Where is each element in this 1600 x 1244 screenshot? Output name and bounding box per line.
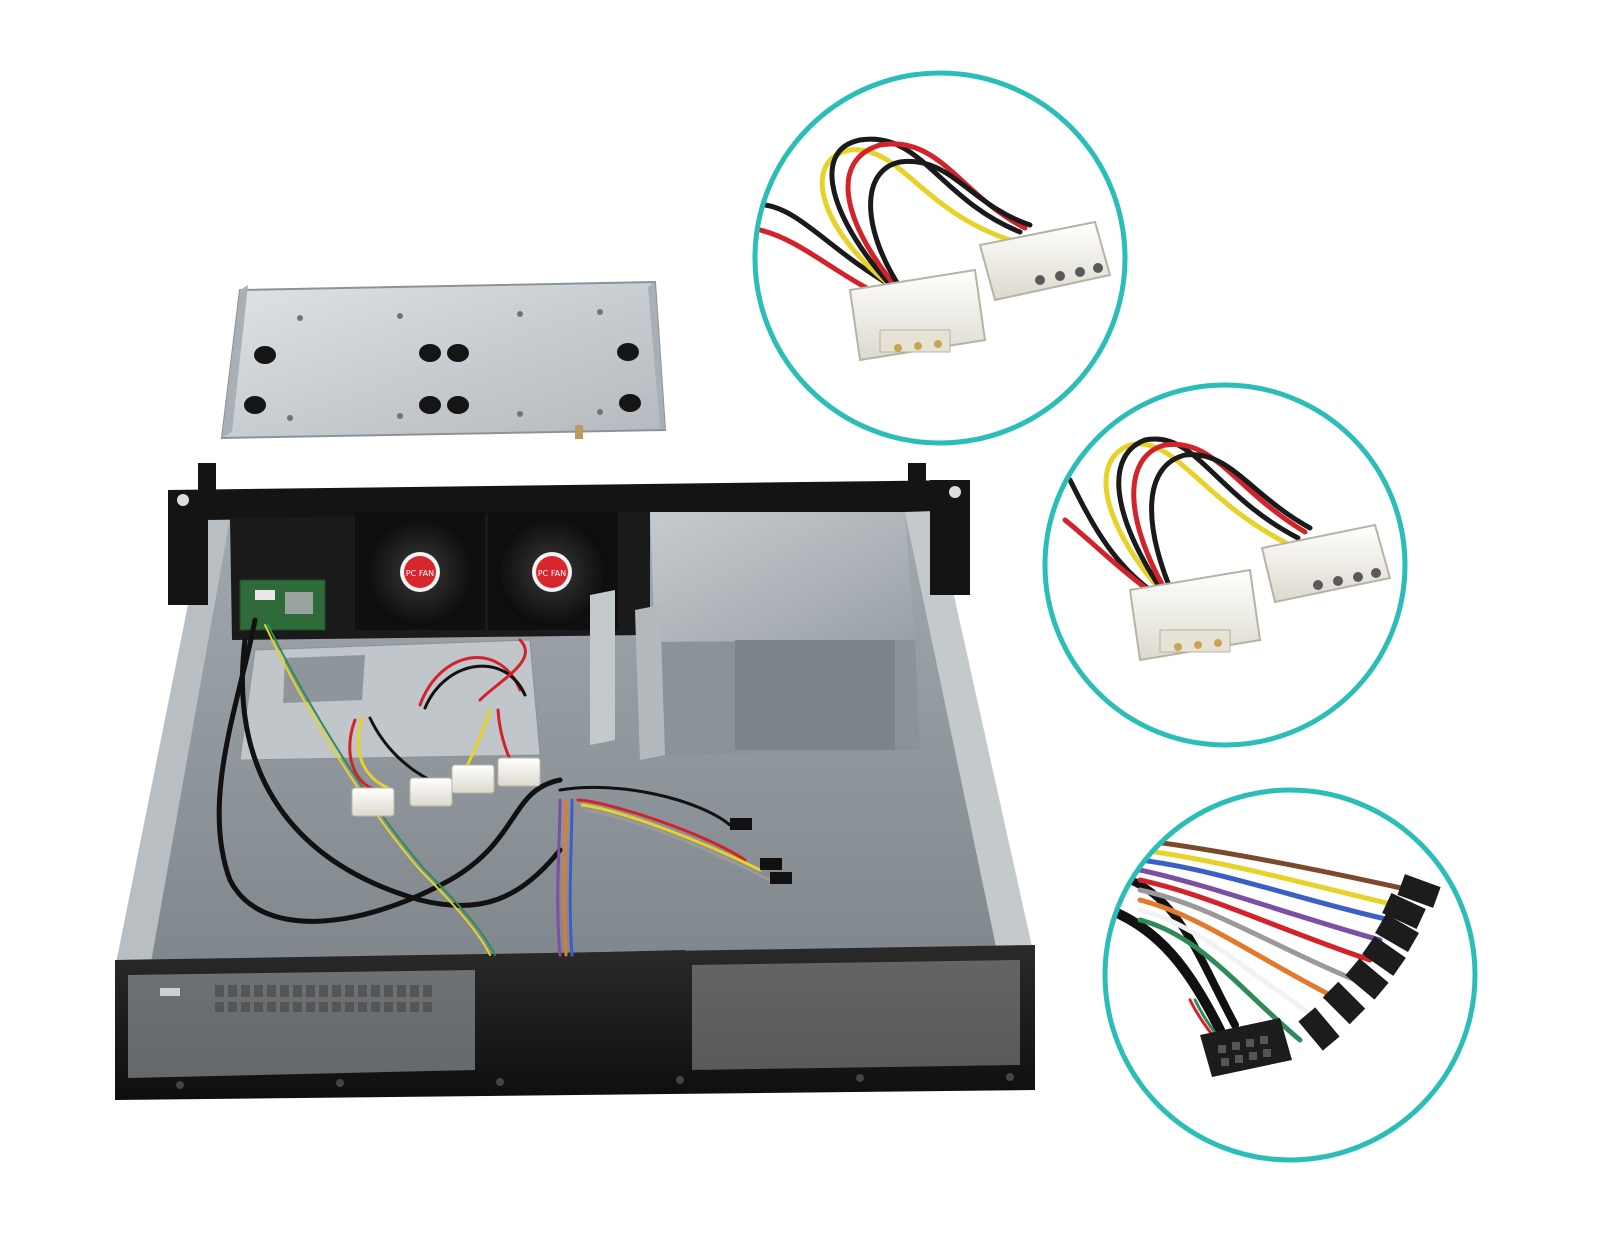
drive-mounting-plate — [220, 280, 667, 440]
chassis-wiring — [216, 617, 772, 957]
chassis-front-frame — [115, 945, 1035, 1100]
molex-plug-female — [1260, 523, 1392, 604]
rack-ear-left — [198, 463, 216, 498]
thumb-screw — [575, 425, 583, 439]
accent-ring-1 — [752, 70, 1128, 446]
vent-slots — [215, 985, 432, 1012]
accent-ring-3 — [1102, 787, 1478, 1163]
dupont-connectors — [1298, 874, 1441, 1051]
detail-circle-molex-splitter-2 — [1042, 382, 1408, 748]
molex-plug-male — [848, 268, 987, 362]
fan-label-right: PC FAN — [538, 569, 566, 578]
server-chassis: PC FAN PC FAN — [115, 463, 1035, 1100]
molex-plug-male — [1128, 568, 1262, 662]
chassis-left-wall — [115, 518, 230, 968]
chassis-molex-connectors — [351, 757, 541, 817]
detail-circle-front-panel-cables — [1102, 787, 1478, 1163]
detail-circle-molex-splitter-1 — [752, 70, 1128, 446]
chassis-right-wall — [905, 510, 1035, 965]
cooling-fan-left: PC FAN — [355, 512, 485, 630]
usb-header-connector — [1200, 1018, 1292, 1077]
rubber-grommets — [244, 343, 641, 414]
chassis-rear-panel — [168, 480, 965, 520]
fan-label-left: PC FAN — [406, 569, 434, 578]
accent-ring-2 — [1042, 382, 1408, 748]
molex-plug-female — [978, 220, 1112, 302]
drive-cage — [590, 512, 920, 760]
rack-ear-right — [908, 463, 926, 493]
chassis-dupont-connectors — [730, 818, 792, 884]
